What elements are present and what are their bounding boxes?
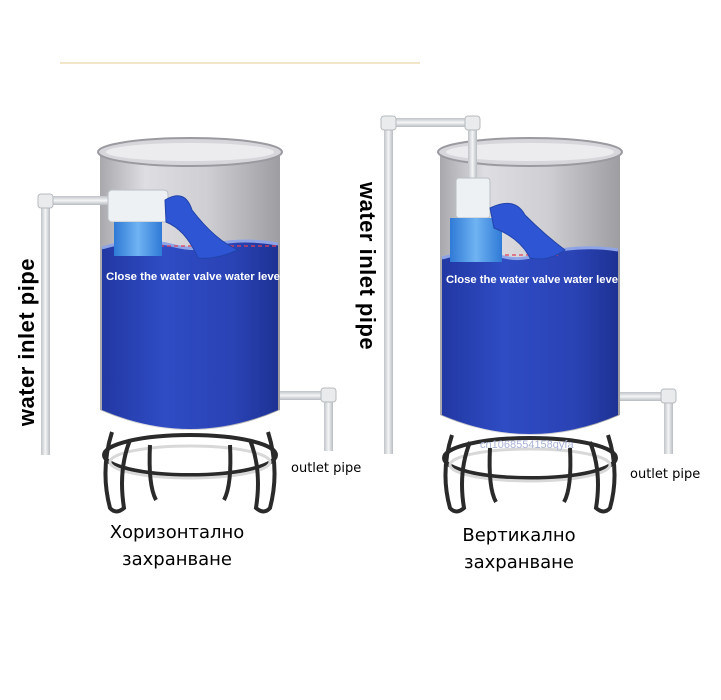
left-tank-opening — [106, 143, 274, 161]
right-tank-opening — [446, 143, 614, 161]
right-tank-group: cn1068554158qyfa — [380, 115, 677, 514]
right-inlet-label: water inlet pipe — [355, 182, 380, 351]
right-inlet-elbow-left — [380, 115, 397, 131]
left-tank-group — [37, 137, 337, 514]
right-caption-line1: Вертикално — [462, 525, 576, 546]
right-float-valve — [450, 177, 566, 262]
left-outlet-pipe-horizontal — [280, 391, 328, 400]
left-inlet-pipe-vertical — [41, 200, 50, 455]
left-outlet-elbow — [320, 387, 337, 403]
right-outlet-label: outlet pipe — [630, 467, 701, 482]
right-caption: Вертикално захранване — [444, 522, 594, 576]
left-tank-stand — [102, 431, 278, 514]
right-outlet-pipe-horizontal — [620, 392, 668, 401]
left-caption-line1: Хоризонтално — [109, 522, 245, 543]
right-tank-water — [442, 247, 618, 434]
right-watermark: cn1068554158qyfa — [480, 439, 574, 451]
right-inlet-pipe-horizontal — [384, 118, 476, 127]
left-level-label: Close the water valve water leve — [106, 271, 280, 283]
left-caption-line2: захранване — [122, 549, 232, 570]
left-tank-water — [102, 241, 278, 429]
left-inlet-label: water inlet pipe — [14, 258, 39, 427]
left-inlet-pipe-horizontal — [41, 196, 116, 205]
right-outlet-pipe-vertical — [664, 392, 673, 454]
left-inlet-elbow — [37, 193, 54, 209]
left-float-valve — [107, 189, 240, 259]
right-outlet-elbow — [660, 388, 677, 404]
right-tank-stand — [442, 434, 618, 514]
right-inlet-pipe-drop — [468, 118, 477, 180]
right-inlet-pipe-vertical — [384, 124, 393, 454]
left-outlet-label: outlet pipe — [291, 461, 362, 476]
right-caption-line2: захранване — [464, 552, 574, 573]
right-inlet-elbow-right — [464, 115, 481, 131]
left-outlet-pipe-vertical — [324, 391, 333, 451]
left-caption: Хоризонтално захранване — [92, 519, 262, 573]
right-level-label: Close the water valve water leve — [446, 274, 618, 286]
